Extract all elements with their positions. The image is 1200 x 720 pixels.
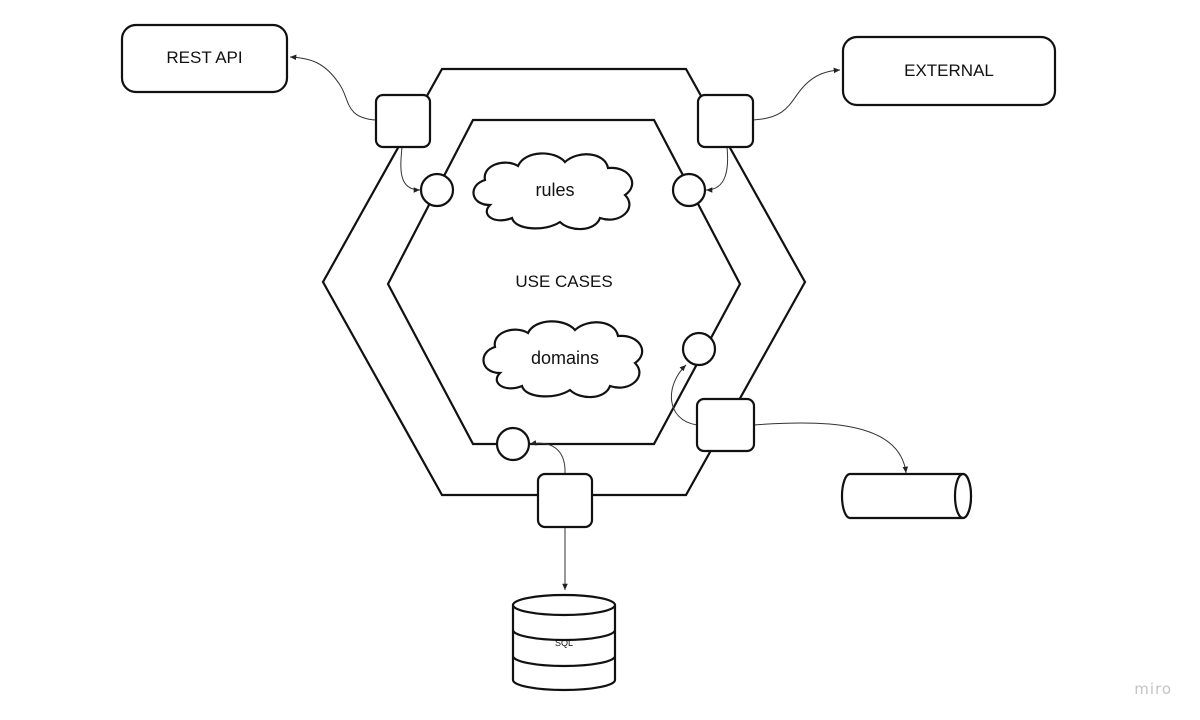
interface-circle-right[interactable]: [681, 331, 717, 367]
interface-circle-top-right[interactable]: [671, 172, 707, 208]
rules-cloud: rules: [472, 152, 634, 231]
connector-port-br-to-circle: [671, 364, 698, 426]
external-label: EXTERNAL: [904, 61, 994, 80]
interface-circle-bottom[interactable]: [495, 426, 531, 462]
connector-port-tr-to-circle: [705, 146, 729, 193]
sql-label: SQL: [555, 638, 573, 648]
sql-database[interactable]: SQL: [511, 593, 617, 692]
adapter-port-top-right[interactable]: [696, 93, 755, 149]
connector-port-bottom-to-circle: [529, 440, 566, 475]
domains-cloud: domains: [482, 320, 644, 399]
use-cases-label: USE CASES: [515, 272, 612, 291]
adapter-port-bottom-right[interactable]: [695, 397, 756, 453]
miro-watermark: miro: [1134, 680, 1172, 698]
external-box[interactable]: EXTERNAL: [841, 35, 1057, 107]
rest-api-box[interactable]: REST API: [120, 23, 289, 94]
rest-api-label: REST API: [166, 48, 242, 67]
connector-port-tr-to-external: [752, 67, 841, 121]
connector-port-br-to-queue: [753, 422, 909, 474]
adapter-port-bottom[interactable]: [536, 472, 594, 529]
domains-label: domains: [531, 348, 599, 368]
outer-hexagon: [321, 67, 807, 497]
rules-label: rules: [535, 180, 574, 200]
connector-port-tl-to-circle: [400, 146, 421, 193]
connector-port-tl-to-rest-api: [289, 54, 377, 121]
message-queue[interactable]: [840, 472, 973, 520]
inner-hexagon: [386, 118, 742, 446]
adapter-port-top-left[interactable]: [374, 93, 432, 149]
interface-circle-top-left[interactable]: [419, 172, 455, 208]
